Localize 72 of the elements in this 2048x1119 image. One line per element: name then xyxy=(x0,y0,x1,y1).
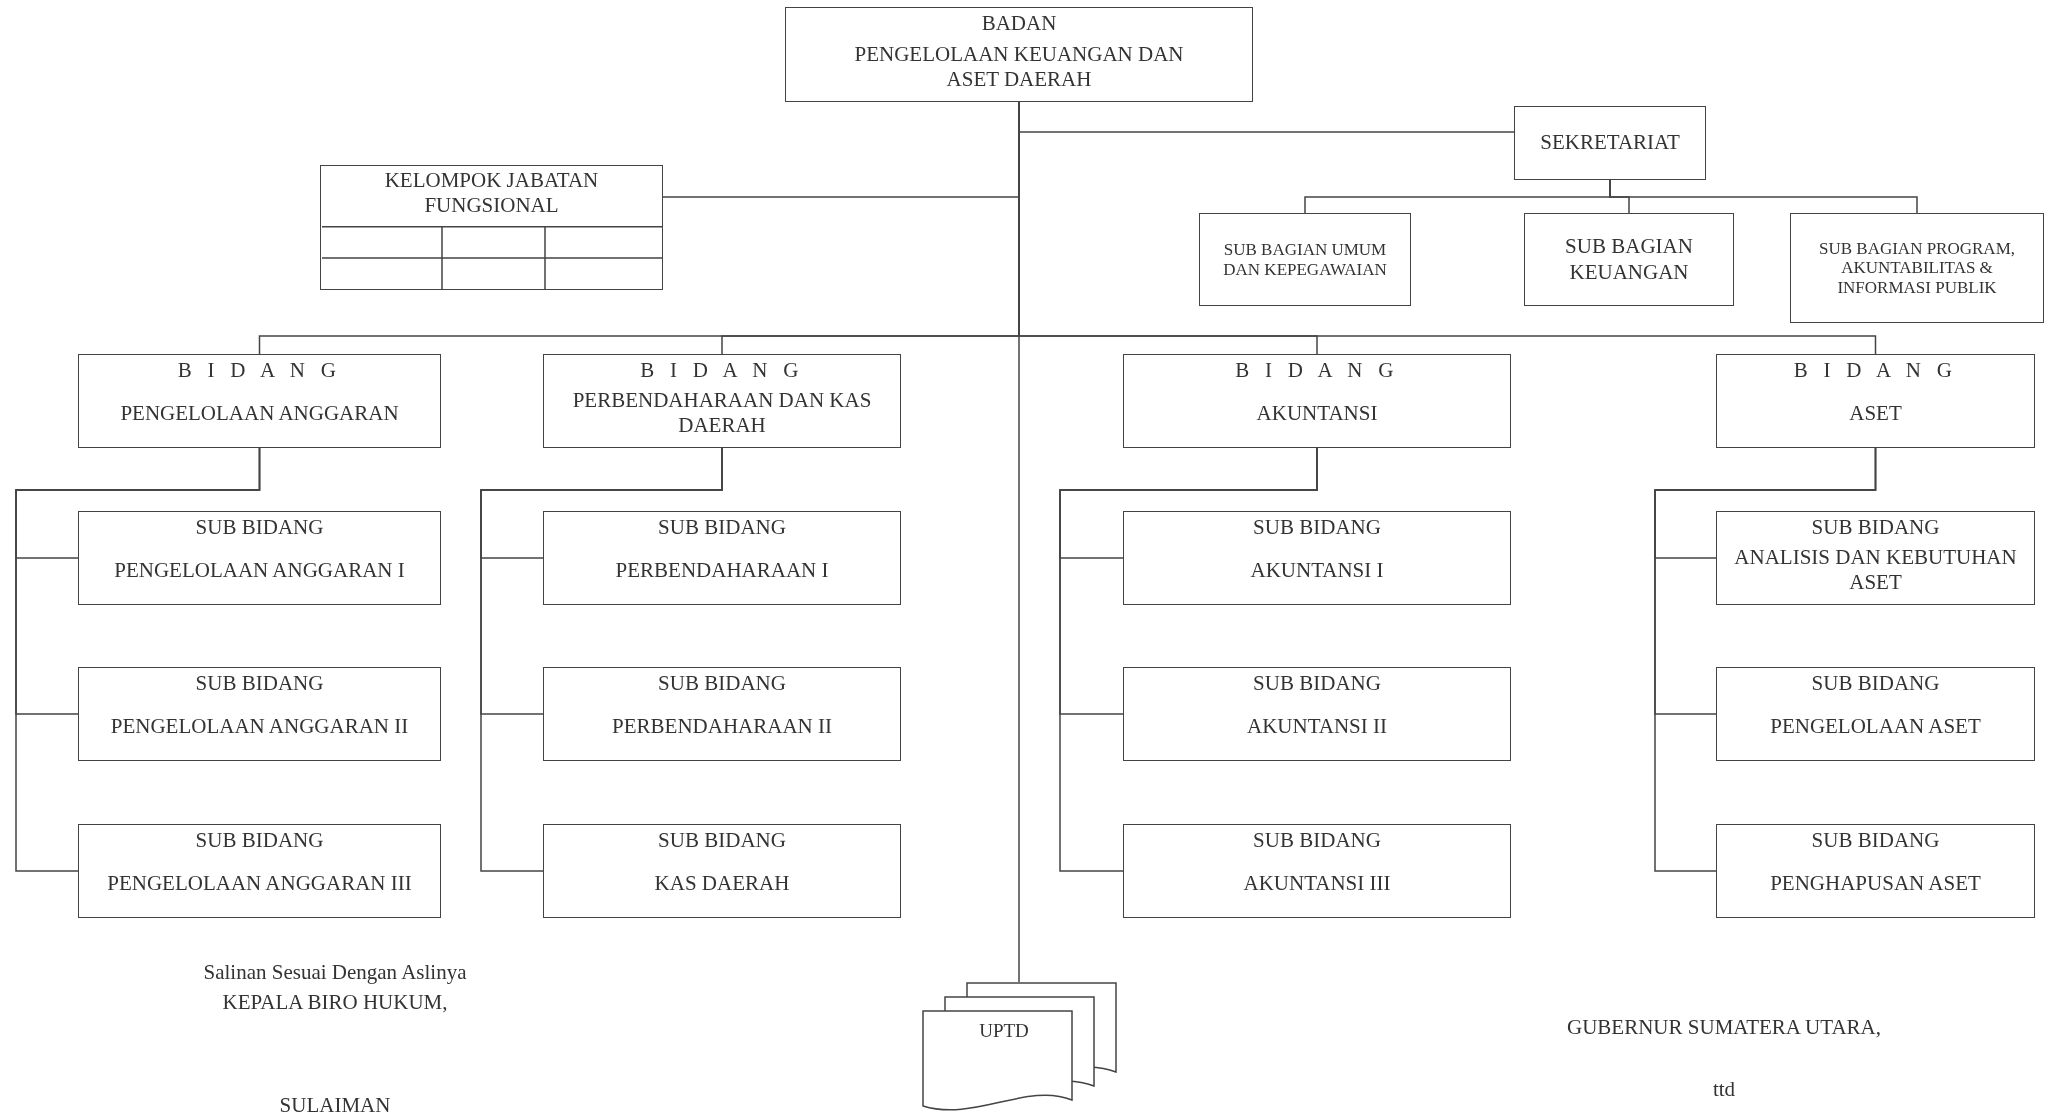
section-heading: B I D A N G xyxy=(176,358,343,384)
org-box xyxy=(543,511,901,605)
unit-name: PERBENDAHARAAN I xyxy=(614,556,830,584)
section-heading: SUB BIDANG xyxy=(1252,671,1382,697)
unit-name: PENGELOLAAN KEUANGAN DAN ASET DAERAH xyxy=(853,42,1185,93)
org-box xyxy=(1123,667,1511,761)
org-box xyxy=(78,354,441,448)
unit-name: PENGELOLAAN ANGGARAN I xyxy=(113,556,406,584)
org-box xyxy=(543,824,901,918)
org-box xyxy=(785,7,1253,102)
org-box xyxy=(1123,824,1511,918)
unit-name: AKUNTANSI xyxy=(1255,399,1379,427)
section-heading: BADAN xyxy=(980,11,1058,37)
signatory-name: SULAIMAN xyxy=(279,1093,391,1118)
unit-name: ASET xyxy=(1848,399,1903,427)
unit-name: PENGELOLAAN ANGGARAN III xyxy=(106,869,413,897)
section-heading: SUB BIDANG xyxy=(1810,828,1941,854)
section-heading: SUB BIDANG xyxy=(1810,515,1941,541)
unit-name: PERBENDAHARAAN DAN KAS DAERAH xyxy=(571,386,873,440)
org-box xyxy=(1524,213,1734,306)
unit-name: SUB BAGIAN PROGRAM, AKUNTABILITAS & INFORMASI PUBLIK xyxy=(1818,238,2016,298)
connector-line xyxy=(1654,447,1877,872)
org-box xyxy=(78,824,441,918)
connector-line xyxy=(1609,179,1918,214)
section-heading: SUB BIDANG xyxy=(657,515,787,541)
org-box xyxy=(1199,213,1411,306)
org-box xyxy=(1514,106,1706,180)
section-heading: SUB BIDANG xyxy=(1810,671,1941,697)
unit-name: SEKRETARIAT xyxy=(1539,130,1681,156)
note-text: Salinan Sesuai Dengan Aslinya xyxy=(203,960,467,985)
unit-name: KELOMPOK JABATAN FUNGSIONAL xyxy=(383,168,600,220)
unit-name: PENGELOLAAN ASET xyxy=(1769,712,1982,740)
org-box xyxy=(1123,354,1511,448)
note-text: ttd xyxy=(1712,1077,1736,1102)
signatory-title: KEPALA BIRO HUKUM, xyxy=(222,990,448,1015)
unit-name: AKUNTANSI III xyxy=(1242,869,1392,897)
unit-name: UPTD xyxy=(978,1020,1030,1043)
org-box xyxy=(1716,824,2035,918)
connector-line xyxy=(480,447,723,872)
section-heading: SUB BIDANG xyxy=(1252,828,1382,854)
section-heading: B I D A N G xyxy=(1792,358,1959,384)
unit-name: AKUNTANSI II xyxy=(1245,712,1389,740)
org-box xyxy=(1790,213,2044,323)
org-box xyxy=(320,165,663,290)
org-box xyxy=(1123,511,1511,605)
section-heading: SUB BIDANG xyxy=(1252,515,1382,541)
unit-name: ANALISIS DAN KEBUTUHAN ASET xyxy=(1733,543,2018,597)
unit-name: PENGELOLAAN ANGGARAN xyxy=(119,399,400,427)
connector-line xyxy=(15,447,261,872)
unit-name: KAS DAERAH xyxy=(653,869,791,897)
org-box xyxy=(1716,667,2035,761)
section-heading: SUB BIDANG xyxy=(194,671,325,697)
unit-name: SUB BAGIAN KEUANGAN xyxy=(1564,234,1694,285)
unit-name: PERBENDAHARAAN II xyxy=(611,712,833,740)
org-box xyxy=(1716,354,2035,448)
org-box xyxy=(78,667,441,761)
unit-name: PENGHAPUSAN ASET xyxy=(1769,869,1982,897)
org-box xyxy=(1716,511,2035,605)
org-box xyxy=(543,354,901,448)
section-heading: SUB BIDANG xyxy=(194,828,325,854)
section-heading: SUB BIDANG xyxy=(657,671,787,697)
section-heading: SUB BIDANG xyxy=(657,828,787,854)
unit-name: SUB BAGIAN UMUM DAN KEPEGAWAIAN xyxy=(1222,239,1388,280)
unit-name: AKUNTANSI I xyxy=(1249,556,1385,584)
unit-name: PENGELOLAAN ANGGARAN II xyxy=(109,712,410,740)
section-heading: B I D A N G xyxy=(1234,358,1400,384)
org-box xyxy=(78,511,441,605)
section-heading: SUB BIDANG xyxy=(194,515,325,541)
section-heading: B I D A N G xyxy=(639,358,805,384)
connector-line xyxy=(1059,447,1318,872)
org-box xyxy=(543,667,901,761)
signatory-title: GUBERNUR SUMATERA UTARA, xyxy=(1567,1015,1881,1040)
